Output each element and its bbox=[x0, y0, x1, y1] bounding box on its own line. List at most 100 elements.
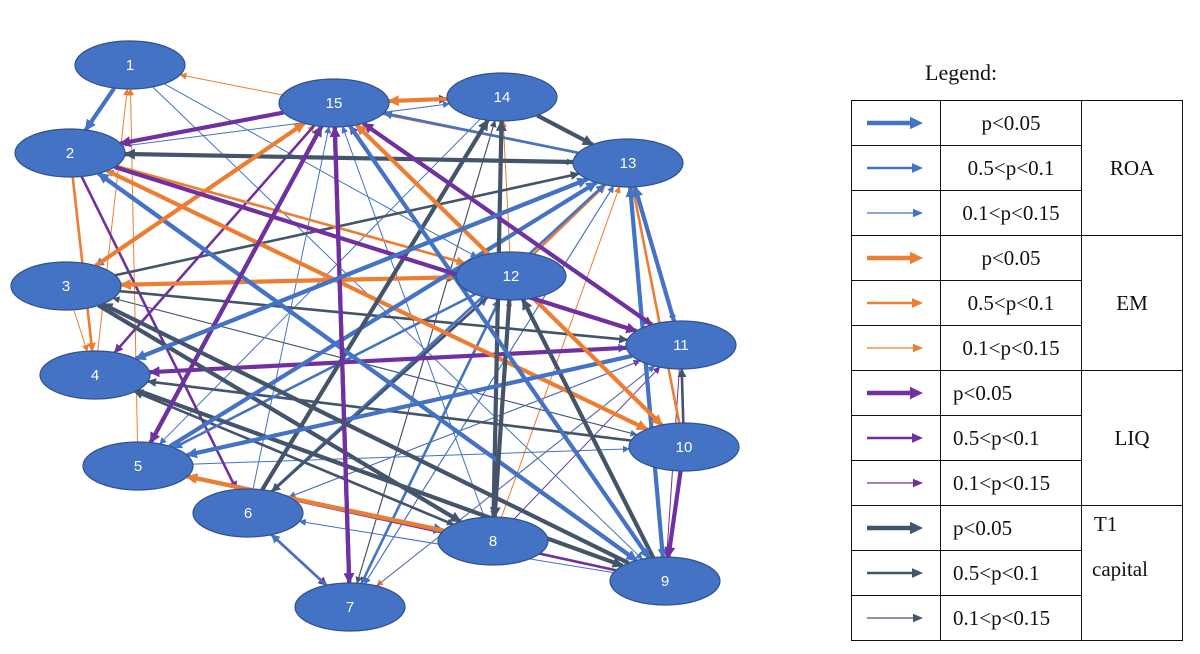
legend-arrow-icon bbox=[867, 613, 923, 623]
edge-4-to-13 bbox=[134, 177, 589, 361]
node-ellipse bbox=[628, 422, 740, 472]
legend-arrow-cell bbox=[851, 145, 941, 191]
node-7: 7 bbox=[294, 582, 406, 632]
node-label: 13 bbox=[620, 155, 637, 172]
node-ellipse bbox=[446, 72, 558, 122]
node-label: 5 bbox=[134, 458, 142, 475]
edge-13-to-2 bbox=[123, 148, 574, 165]
node-label: 15 bbox=[326, 95, 343, 112]
edge-12-to-6 bbox=[271, 296, 488, 493]
legend-row: 0.5<p<0.1 bbox=[851, 280, 1183, 326]
node-label: 2 bbox=[66, 145, 74, 162]
node-label: 9 bbox=[661, 573, 669, 590]
edge-15-to-2 bbox=[119, 110, 284, 148]
legend-arrow-icon bbox=[867, 208, 923, 218]
legend-arrow-icon bbox=[867, 478, 923, 488]
node-6: 6 bbox=[192, 488, 304, 538]
legend-threshold-label: 0.1<p<0.15 bbox=[940, 190, 1082, 236]
legend-arrow-icon bbox=[867, 343, 923, 353]
edge-1-to-2 bbox=[83, 86, 117, 132]
legend-threshold-label: 0.5<p<0.1 bbox=[940, 550, 1082, 596]
node-ellipse bbox=[437, 516, 549, 566]
legend-group-label: ROA bbox=[1081, 100, 1183, 236]
edge-8-to-14 bbox=[491, 119, 507, 518]
edge-12-to-3 bbox=[119, 275, 457, 291]
edge-12-to-8 bbox=[489, 299, 512, 519]
edge-15-to-9 bbox=[348, 124, 651, 560]
node-label: 1 bbox=[126, 57, 134, 74]
legend-arrow-icon bbox=[867, 521, 923, 535]
edges-layer bbox=[71, 72, 687, 587]
legend-arrow-cell bbox=[851, 325, 941, 371]
legend-arrow-cell bbox=[851, 235, 941, 281]
legend-arrow-icon bbox=[867, 116, 923, 130]
legend-group-name: LIQ bbox=[1114, 425, 1150, 450]
edge-8-to-15 bbox=[341, 126, 485, 518]
legend-threshold-label: 0.5<p<0.1 bbox=[940, 280, 1082, 326]
node-ellipse bbox=[82, 441, 194, 491]
legend-arrow-cell bbox=[851, 280, 941, 326]
legend-threshold-label: 0.1<p<0.15 bbox=[940, 595, 1082, 641]
node-1: 1 bbox=[74, 40, 186, 90]
node-label: 11 bbox=[673, 337, 689, 354]
edge-1-to-12 bbox=[163, 83, 478, 258]
legend-group-name: ROA bbox=[1109, 155, 1155, 180]
legend-arrow-icon bbox=[867, 298, 923, 308]
edge-12-to-10 bbox=[531, 296, 664, 427]
legend-threshold-label: p<0.05 bbox=[940, 235, 1082, 281]
node-label: 10 bbox=[676, 439, 693, 456]
legend-group-name: T1 bbox=[1094, 512, 1118, 536]
legend-threshold-label: p<0.05 bbox=[940, 100, 1082, 146]
legend-row: 0.1<p<0.15 bbox=[851, 595, 1183, 641]
legend-arrow-cell bbox=[851, 415, 941, 461]
node-label: 14 bbox=[494, 89, 511, 106]
edge-15-to-7 bbox=[332, 126, 355, 585]
legend-arrow-icon bbox=[867, 163, 923, 173]
edge-11-to-15 bbox=[361, 121, 654, 327]
edge-12-to-14 bbox=[500, 120, 511, 253]
edge-7-to-6 bbox=[270, 533, 328, 587]
edge-10-to-11 bbox=[677, 368, 687, 424]
node-label: 7 bbox=[346, 599, 354, 616]
legend-group-label: LIQ bbox=[1081, 370, 1183, 506]
node-ellipse bbox=[39, 350, 151, 400]
legend-title: Legend: bbox=[925, 60, 998, 85]
legend-arrow-cell bbox=[851, 595, 941, 641]
node-13: 13 bbox=[572, 138, 684, 188]
legend-threshold-label: 0.5<p<0.1 bbox=[940, 145, 1082, 191]
edge-3-to-4 bbox=[73, 309, 89, 352]
legend-group-name-line2: capital bbox=[1092, 557, 1148, 581]
legend-arrow-cell bbox=[851, 460, 941, 506]
edge-9-to-12 bbox=[520, 298, 656, 559]
legend-arrow-icon bbox=[867, 433, 923, 443]
legend-arrow-icon bbox=[867, 386, 923, 400]
node-12: 12 bbox=[455, 251, 567, 301]
node-3: 3 bbox=[10, 261, 122, 311]
legend-threshold-label: p<0.05 bbox=[940, 370, 1082, 416]
edge-10-to-13 bbox=[629, 186, 681, 424]
legend-row: 0.5<p<0.1 bbox=[851, 145, 1183, 191]
legend-threshold-label: 0.1<p<0.15 bbox=[940, 460, 1082, 506]
node-5: 5 bbox=[82, 441, 194, 491]
node-14: 14 bbox=[446, 72, 558, 122]
node-9: 9 bbox=[609, 556, 721, 606]
legend-arrow-icon bbox=[867, 251, 923, 265]
node-label: 6 bbox=[244, 505, 252, 522]
edge-14-to-13 bbox=[536, 113, 594, 147]
node-label: 8 bbox=[489, 533, 497, 550]
edge-10-to-9 bbox=[664, 470, 683, 559]
node-ellipse bbox=[294, 582, 406, 632]
node-ellipse bbox=[625, 320, 737, 370]
edge-13-to-7 bbox=[364, 185, 614, 585]
edge-1-to-9 bbox=[152, 86, 643, 560]
node-10: 10 bbox=[628, 422, 740, 472]
edge-11-to-5 bbox=[185, 353, 633, 459]
legend-row: 0.1<p<0.15 bbox=[851, 190, 1183, 236]
node-11: 11 bbox=[625, 320, 737, 370]
